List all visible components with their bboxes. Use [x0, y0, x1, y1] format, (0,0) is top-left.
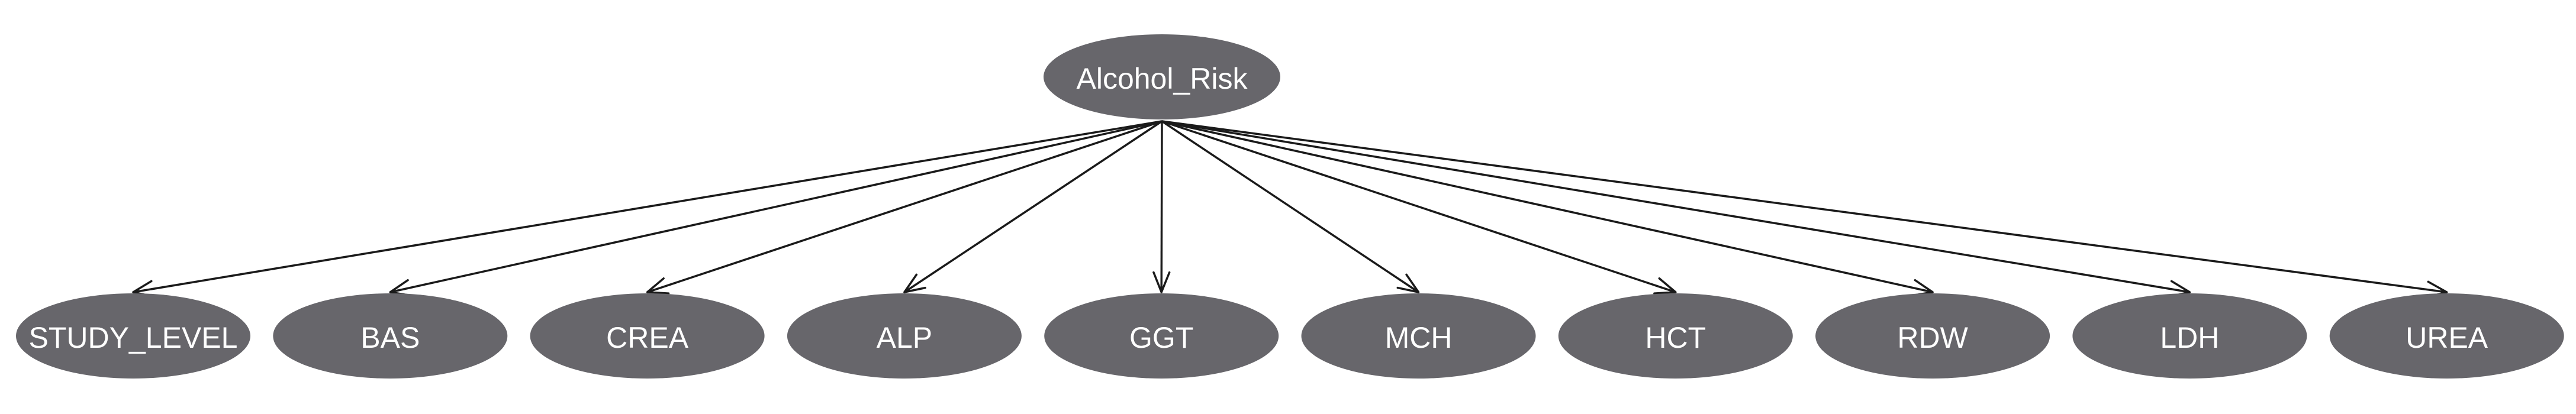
edges-layer	[132, 120, 2448, 299]
arrowhead-crea	[646, 277, 670, 295]
edge-alcohol-risk-to-bas	[389, 120, 1163, 293]
node-ggt-shape	[1044, 293, 1279, 379]
edge-alcohol-risk-to-ldh	[1161, 120, 2190, 293]
edge-alcohol-risk-to-hct	[1161, 120, 1676, 293]
node-ldh-shape	[2072, 293, 2307, 379]
arrowhead-mch	[1396, 273, 1420, 293]
node-mch-shape	[1301, 293, 1536, 379]
node-ldh-label: LDH	[2160, 321, 2219, 354]
child-nodes-layer: STUDY_LEVEL BAS CREA ALP GGT MCH HCT RDW LDH UREA	[16, 293, 2564, 379]
node-bas: BAS	[273, 293, 508, 379]
node-rdw-shape	[1815, 293, 2050, 379]
node-mch-label: MCH	[1385, 321, 1453, 354]
node-alp-label: ALP	[877, 321, 933, 354]
node-bas-label: BAS	[360, 321, 420, 354]
node-urea: UREA	[2329, 293, 2564, 379]
arrowhead-hct	[1653, 277, 1677, 295]
node-rdw-label: RDW	[1897, 321, 1968, 354]
node-study-level-shape	[16, 293, 250, 379]
edge-alcohol-risk-to-urea	[1161, 120, 2447, 293]
node-urea-shape	[2329, 293, 2564, 379]
node-crea-label: CREA	[606, 321, 689, 354]
node-ggt: GGT	[1044, 293, 1279, 379]
edge-alcohol-risk-to-study-level	[133, 120, 1163, 293]
node-bas-shape	[273, 293, 508, 379]
node-ggt-label: GGT	[1129, 321, 1193, 354]
node-rdw: RDW	[1815, 293, 2050, 379]
node-alp: ALP	[787, 293, 1022, 379]
edge-alcohol-risk-to-crea	[647, 120, 1163, 293]
node-alp-shape	[787, 293, 1022, 379]
edge-alcohol-risk-to-ggt	[1160, 121, 1163, 293]
edge-alcohol-risk-to-rdw	[1161, 120, 1933, 293]
node-alcohol-risk-shape	[1044, 34, 1280, 119]
node-hct: HCT	[1558, 293, 1793, 379]
node-hct-label: HCT	[1645, 321, 1706, 354]
arrowhead-alp	[903, 273, 926, 293]
node-crea: CREA	[530, 293, 765, 379]
node-ldh: LDH	[2072, 293, 2307, 379]
node-hct-shape	[1558, 293, 1793, 379]
node-study-level-label: STUDY_LEVEL	[29, 321, 238, 354]
node-urea-label: UREA	[2406, 321, 2488, 354]
arrowhead-ggt	[1152, 271, 1171, 293]
node-crea-shape	[530, 293, 765, 379]
edge-alcohol-risk-to-alp	[903, 120, 1163, 293]
node-study-level: STUDY_LEVEL	[16, 293, 250, 379]
node-mch: MCH	[1301, 293, 1536, 379]
edge-alcohol-risk-to-mch	[1161, 120, 1419, 293]
node-alcohol-risk-label: Alcohol_Risk	[1076, 62, 1248, 95]
node-alcohol-risk: Alcohol_Risk	[1044, 34, 1280, 119]
